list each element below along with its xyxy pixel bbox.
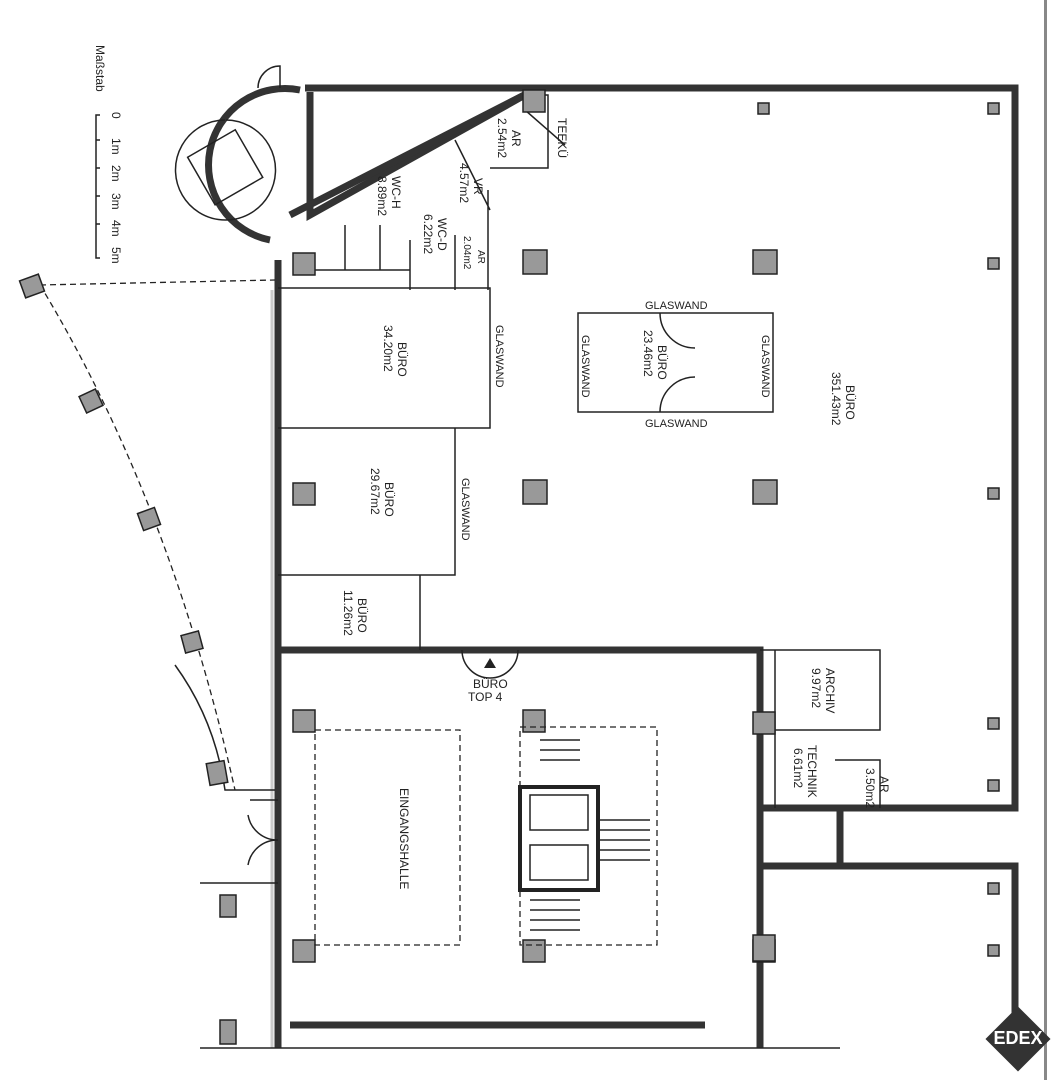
svg-text:AR: AR (509, 130, 523, 147)
glass-wall-label: GLASWAND (759, 335, 771, 398)
scale-title: Maßstab (93, 45, 107, 92)
walls (200, 84, 1019, 1049)
svg-text:VR: VR (471, 178, 485, 195)
svg-text:351.43m2: 351.43m2 (829, 372, 843, 426)
svg-text:6.22m2: 6.22m2 (421, 214, 435, 254)
svg-text:4.57m2: 4.57m2 (457, 163, 471, 203)
room-ar-2: AR2.04m2 (461, 236, 486, 270)
scale-tick: 3m (109, 193, 123, 210)
svg-text:11.26m2: 11.26m2 (341, 590, 355, 636)
svg-text:BÜRO: BÜRO (655, 345, 669, 380)
stair-core (200, 649, 658, 946)
glass-wall-label: GLASWAND (579, 335, 591, 398)
page-edge (1044, 0, 1047, 1080)
svg-text:29.67m2: 29.67m2 (368, 468, 382, 515)
room-wc-d: WC-D6.22m2 (421, 214, 449, 254)
svg-text:8.89m2: 8.89m2 (375, 176, 389, 216)
glass-wall-label: GLASWAND (645, 300, 708, 312)
svg-text:6.61m2: 6.61m2 (791, 748, 805, 788)
svg-text:34.20m2: 34.20m2 (381, 325, 395, 372)
scale-tick: 1m (109, 138, 123, 155)
glass-wall-label: GLASWAND (459, 478, 471, 541)
room-wc-h: WC-H8.89m2 (375, 176, 403, 216)
svg-text:ARCHIV: ARCHIV (823, 668, 837, 713)
room-teekueche: TEEKÜ (555, 118, 569, 158)
svg-text:2.04m2: 2.04m2 (461, 236, 472, 270)
svg-text:3.50m2: 3.50m2 (863, 768, 877, 808)
room-ar-1: AR2.54m2 (495, 118, 523, 158)
glass-wall-label: GLASWAND (645, 418, 708, 430)
scale-tick: 2m (109, 165, 123, 182)
glass-office (577, 312, 774, 413)
svg-text:23.46m2: 23.46m2 (641, 330, 655, 377)
glass-wall-label: GLASWAND (493, 325, 505, 388)
room-vr: VR4.57m2 (457, 163, 485, 203)
room-eingangshalle: EINGANGSHALLE (397, 788, 411, 889)
svg-text:BÜRO: BÜRO (355, 598, 369, 633)
svg-text:WC-H: WC-H (389, 176, 403, 209)
svg-text:TECHNIK: TECHNIK (805, 745, 819, 798)
columns (219, 89, 1000, 1045)
svg-text:2.54m2: 2.54m2 (495, 118, 509, 158)
svg-text:AR: AR (877, 776, 891, 793)
svg-text:AR: AR (475, 250, 486, 264)
scale-tick: 4m (109, 220, 123, 237)
svg-text:WC-D: WC-D (435, 218, 449, 251)
svg-text:BÜRO: BÜRO (382, 482, 396, 517)
entrance-hall-outline (314, 729, 461, 946)
entrance-label: BÜRO (473, 677, 508, 691)
svg-text:EINGANGSHALLE: EINGANGSHALLE (397, 788, 411, 889)
scale-tick: 0 (109, 112, 123, 119)
scale-tick: 5m (109, 247, 123, 264)
entrance-label: TOP 4 (468, 690, 503, 704)
svg-text:9.97m2: 9.97m2 (809, 668, 823, 708)
canopy (18, 273, 276, 791)
svg-text:BÜRO: BÜRO (395, 342, 409, 377)
scale-bar: Maßstab 0 1m 2m 3m 4m 5m (93, 45, 123, 264)
edex-logo: EDEX (985, 1006, 1051, 1072)
room-labels: AR2.54m2 TEEKÜ VR4.57m2 WC-H8.89m2 WC-D6… (341, 118, 891, 889)
svg-text:TEEKÜ: TEEKÜ (555, 118, 569, 158)
room-ar-3: AR3.50m2 (863, 768, 891, 808)
svg-text:BÜRO: BÜRO (843, 385, 857, 420)
spiral-stair (174, 65, 301, 244)
